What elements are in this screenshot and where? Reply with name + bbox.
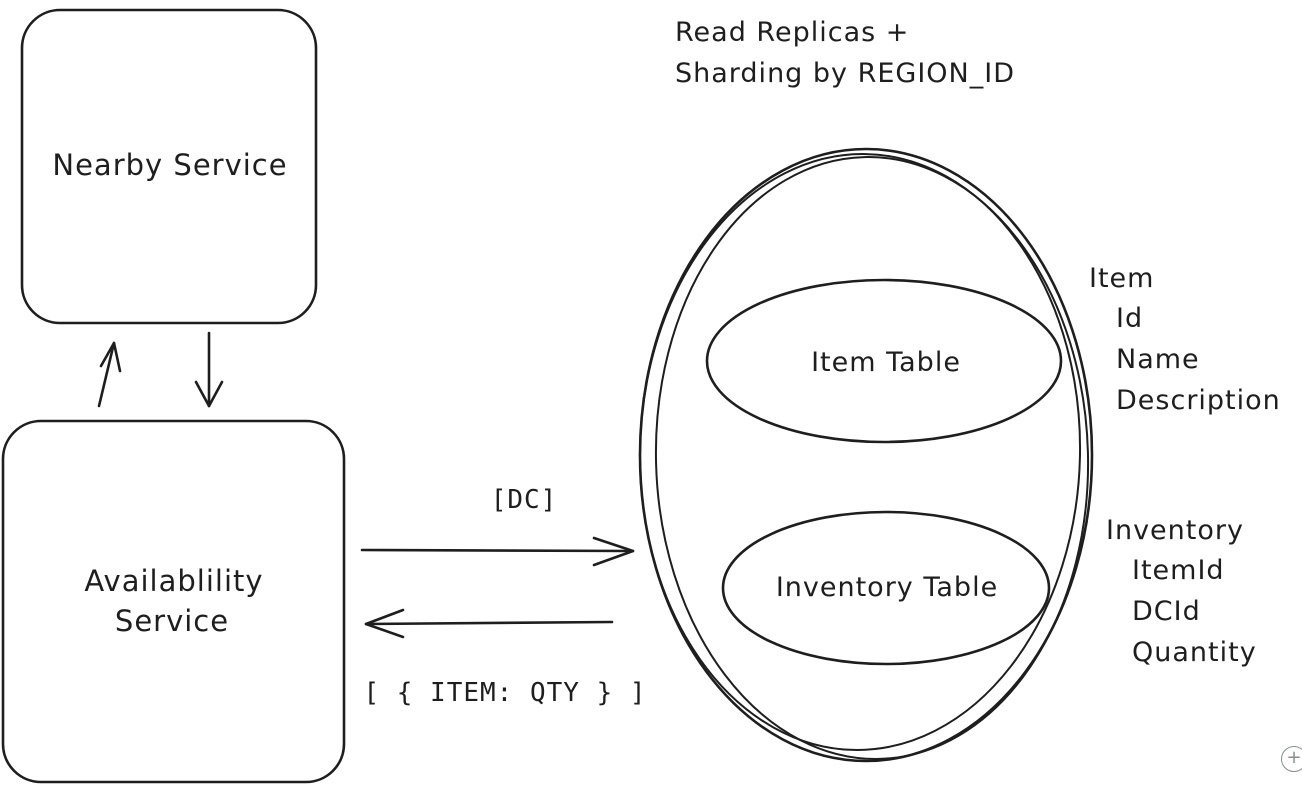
item-schema: Item Id Name Description bbox=[1089, 263, 1281, 416]
nearby-service-label: Nearby Service bbox=[52, 148, 287, 182]
availability-service-node[interactable]: Availablility Service bbox=[1, 419, 346, 784]
item-schema-title: Item bbox=[1089, 263, 1154, 294]
request-edge-label: [DC] bbox=[491, 485, 558, 515]
inventory-schema-field: DCId bbox=[1132, 596, 1201, 627]
database-note-line2: Sharding by REGION_ID bbox=[675, 58, 1015, 89]
availability-service-label-line1: Availablility bbox=[84, 564, 263, 598]
response-arrow[interactable] bbox=[364, 608, 614, 639]
database-node[interactable] bbox=[634, 147, 1096, 765]
response-edge-label: [ { ITEM: QTY } ] bbox=[363, 678, 646, 708]
item-schema-field: Description bbox=[1116, 385, 1281, 416]
inventory-schema-title: Inventory bbox=[1106, 515, 1244, 546]
inventory-schema-field: ItemId bbox=[1132, 555, 1225, 586]
inventory-table-label: Inventory Table bbox=[776, 572, 998, 603]
availability-service-label-line2: Service bbox=[115, 604, 229, 638]
arrow-availability-to-nearby[interactable] bbox=[97, 341, 122, 408]
nearby-service-node[interactable]: Nearby Service bbox=[20, 8, 318, 325]
inventory-schema: Inventory ItemId DCId Quantity bbox=[1106, 515, 1257, 668]
arrow-nearby-to-availability[interactable] bbox=[194, 331, 224, 408]
inventory-schema-field: Quantity bbox=[1132, 637, 1257, 668]
item-table-label: Item Table bbox=[811, 347, 961, 378]
item-schema-field: Name bbox=[1116, 344, 1200, 375]
request-arrow[interactable] bbox=[360, 536, 635, 567]
item-schema-field: Id bbox=[1116, 303, 1143, 334]
inventory-table-node[interactable]: Inventory Table bbox=[721, 510, 1051, 666]
database-note-line1: Read Replicas + bbox=[675, 17, 909, 48]
item-table-node[interactable]: Item Table bbox=[705, 278, 1063, 444]
zoom-in-icon[interactable]: + bbox=[1281, 746, 1302, 772]
